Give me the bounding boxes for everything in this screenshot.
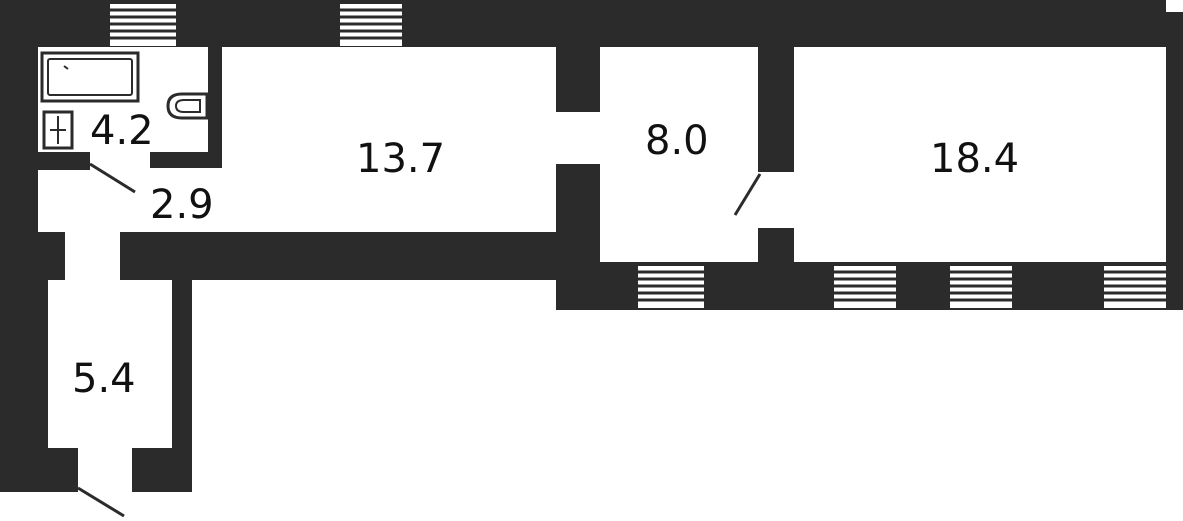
exterior-left-bottom <box>0 492 192 521</box>
sink-icon <box>42 110 74 150</box>
floor-corridor <box>38 47 556 278</box>
door-swing-icon <box>77 486 125 518</box>
floors <box>38 47 1166 492</box>
door-swing-icon <box>733 173 762 216</box>
window-icon <box>950 266 1012 308</box>
area-label-bathroom: 4.2 <box>90 108 154 154</box>
floor-entrance-hall <box>48 280 172 448</box>
bathtub-icon <box>40 51 140 103</box>
door-swing-icon <box>89 162 136 194</box>
window-icon <box>834 266 896 308</box>
area-label-corridor: 2.9 <box>150 182 214 228</box>
floor-doorway-main-kitchen <box>556 112 602 164</box>
area-labels: 4.2 2.9 13.7 8.0 18.4 5.4 <box>72 108 1019 402</box>
area-label-entrance-hall: 5.4 <box>72 356 136 402</box>
floor-hall-link <box>65 232 120 282</box>
toilet-icon <box>166 92 209 120</box>
exterior-right-gap <box>1166 0 1183 12</box>
area-label-room-main: 13.7 <box>356 136 445 182</box>
exterior-left-gap <box>192 280 556 310</box>
window-icon <box>638 266 704 308</box>
floor-room-large <box>794 47 1166 262</box>
window-icon <box>340 4 402 46</box>
windows <box>110 4 1166 308</box>
floor-kitchen <box>600 47 758 262</box>
area-label-kitchen: 8.0 <box>645 118 709 164</box>
floor-doorway-kitchen-large <box>756 172 796 228</box>
area-label-room-large: 18.4 <box>930 136 1019 182</box>
exterior-area <box>192 310 1183 521</box>
window-icon <box>110 4 176 46</box>
floor-entrance-door <box>78 446 132 492</box>
window-icon <box>1104 266 1166 308</box>
